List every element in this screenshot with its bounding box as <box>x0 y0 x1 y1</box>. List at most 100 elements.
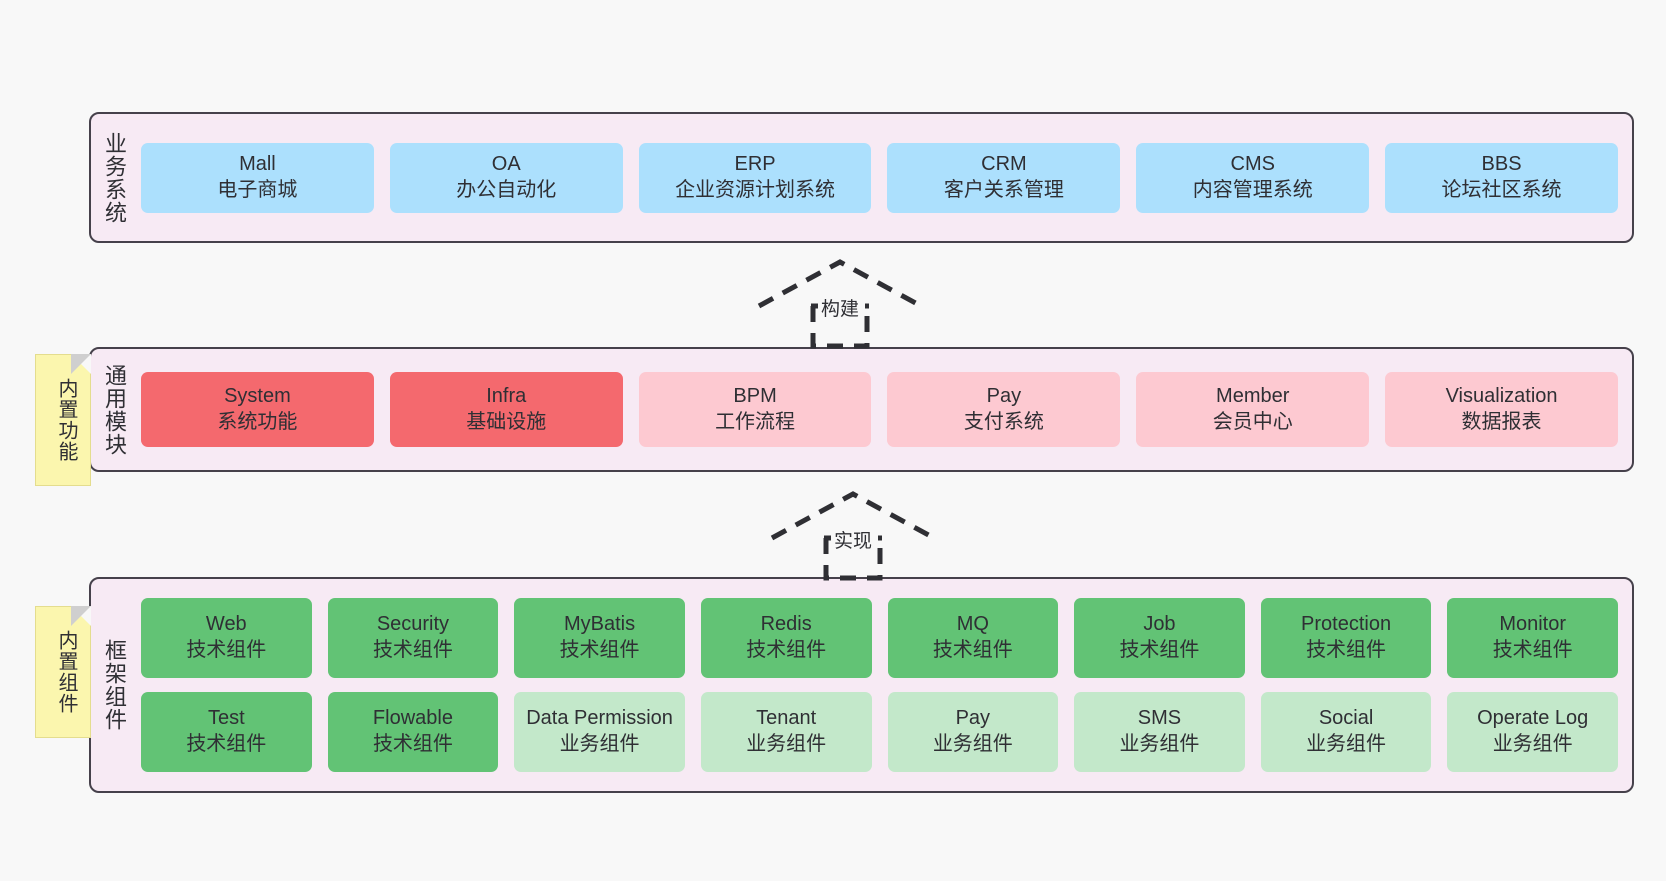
sticky-note-builtin-component: 内置组件 <box>35 606 91 738</box>
module-card-pay[interactable]: Pay 支付系统 <box>887 372 1121 447</box>
card-title-cn: 数据报表 <box>1461 410 1542 433</box>
framework-card-sms[interactable]: SMS 业务组件 <box>1074 692 1245 772</box>
framework-card-test[interactable]: Test 技术组件 <box>141 692 312 772</box>
framework-card-mybatis[interactable]: MyBatis 技术组件 <box>514 598 685 678</box>
card-title-en: Pay <box>955 707 991 730</box>
framework-card-pay[interactable]: Pay 业务组件 <box>887 692 1059 772</box>
framework-card-security[interactable]: Security 技术组件 <box>327 598 499 678</box>
card-title-cn: 会员中心 <box>1212 410 1293 433</box>
card-title-cn: 技术组件 <box>932 639 1013 661</box>
card-title-en: MyBatis <box>564 613 636 636</box>
module-card-bpm[interactable]: BPM 工作流程 <box>638 372 872 447</box>
card-title-en: Redis <box>760 613 812 636</box>
business-card-mall[interactable]: Mall 电子商城 <box>141 142 374 213</box>
relation-build-label: 构建 <box>818 294 863 321</box>
card-title-cn: 系统功能 <box>217 410 298 433</box>
framework-card-protection[interactable]: Protection 技术组件 <box>1260 598 1432 678</box>
framework-biz-row: Test 技术组件 Flowable 技术组件 Data Permission … <box>141 692 1618 772</box>
framework-card-mq[interactable]: MQ 技术组件 <box>887 598 1059 678</box>
card-title-en: System <box>224 384 291 407</box>
card-title-en: BBS <box>1481 152 1522 175</box>
framework-card-social[interactable]: Social 业务组件 <box>1260 692 1432 772</box>
card-title-cn: 技术组件 <box>372 639 453 661</box>
card-title-cn: 技术组件 <box>1492 639 1573 661</box>
card-title-en: ERP <box>734 152 776 175</box>
card-title-cn: 客户关系管理 <box>943 178 1064 201</box>
module-card-visualization[interactable]: Visualization 数据报表 <box>1385 372 1618 447</box>
card-title-en: Flowable <box>372 707 453 730</box>
sticky-note-builtin-function: 内置功能 <box>35 354 91 486</box>
card-title-cn: 技术组件 <box>559 639 640 661</box>
card-title-cn: 业务组件 <box>746 733 827 755</box>
card-title-cn: 支付系统 <box>963 410 1044 433</box>
card-title-cn: 技术组件 <box>186 733 267 755</box>
card-title-cn: 业务组件 <box>559 733 640 755</box>
card-title-en: Job <box>1143 613 1176 636</box>
layer-business-systems: 业务系统 Mall 电子商城 OA 办公自动化 ERP 企业资源计划系统 CRM… <box>89 112 1634 243</box>
relation-implement: 实现 <box>768 490 938 581</box>
layer-framework-components-title: 框架组件 <box>101 639 127 731</box>
card-title-en: Security <box>376 613 450 636</box>
relation-implement-label: 实现 <box>831 526 876 553</box>
framework-card-operate-log[interactable]: Operate Log 业务组件 <box>1447 692 1618 772</box>
layer-business-systems-title: 业务系统 <box>101 131 127 224</box>
layer-framework-components-body: Web 技术组件 Security 技术组件 MyBatis 技术组件 Redi… <box>137 579 1632 791</box>
card-title-en: Social <box>1318 707 1374 730</box>
card-title-en: Pay <box>986 384 1022 407</box>
business-card-crm[interactable]: CRM 客户关系管理 <box>887 142 1121 213</box>
card-title-cn: 基础设施 <box>466 410 547 433</box>
card-title-cn: 技术组件 <box>1306 639 1387 661</box>
card-title-en: Mall <box>239 152 276 175</box>
layer-common-modules-title: 通用模块 <box>101 363 127 456</box>
card-title-cn: 业务组件 <box>1119 733 1200 755</box>
business-systems-row: Mall 电子商城 OA 办公自动化 ERP 企业资源计划系统 CRM 客户关系… <box>141 142 1618 213</box>
card-title-en: Operate Log <box>1477 707 1589 730</box>
framework-card-redis[interactable]: Redis 技术组件 <box>700 598 872 678</box>
framework-card-flowable[interactable]: Flowable 技术组件 <box>327 692 499 772</box>
card-title-en: Tenant <box>756 707 817 730</box>
card-title-en: BPM <box>733 384 777 407</box>
card-title-cn: 办公自动化 <box>456 178 557 201</box>
common-modules-row: System 系统功能 Infra 基础设施 BPM 工作流程 Pay 支付系统… <box>141 372 1618 447</box>
layer-common-modules-body: System 系统功能 Infra 基础设施 BPM 工作流程 Pay 支付系统… <box>137 349 1632 470</box>
business-card-oa[interactable]: OA 办公自动化 <box>389 142 623 213</box>
card-title-en: Infra <box>486 384 527 407</box>
layer-common-modules: 通用模块 System 系统功能 Infra 基础设施 BPM 工作流程 Pay… <box>89 347 1634 472</box>
module-card-infra[interactable]: Infra 基础设施 <box>389 372 623 447</box>
module-card-member[interactable]: Member 会员中心 <box>1136 372 1370 447</box>
card-title-en: Data Permission <box>526 707 673 730</box>
card-title-en: Monitor <box>1499 613 1567 636</box>
card-title-en: MQ <box>956 613 989 636</box>
card-title-cn: 企业资源计划系统 <box>675 178 836 201</box>
card-title-en: Protection <box>1301 613 1392 636</box>
business-card-cms[interactable]: CMS 内容管理系统 <box>1136 142 1370 213</box>
card-title-cn: 业务组件 <box>1306 733 1387 755</box>
card-title-en: Visualization <box>1445 384 1558 407</box>
card-title-cn: 技术组件 <box>186 639 267 661</box>
card-title-en: CRM <box>981 152 1027 175</box>
card-title-cn: 工作流程 <box>715 410 796 433</box>
framework-card-job[interactable]: Job 技术组件 <box>1074 598 1245 678</box>
card-title-cn: 论坛社区系统 <box>1441 178 1562 201</box>
card-title-en: SMS <box>1137 707 1182 730</box>
framework-card-web[interactable]: Web 技术组件 <box>141 598 312 678</box>
card-title-en: Web <box>205 613 247 636</box>
card-title-cn: 技术组件 <box>746 639 827 661</box>
card-title-cn: 技术组件 <box>1119 639 1200 661</box>
card-title-en: CMS <box>1230 152 1275 175</box>
framework-tech-row: Web 技术组件 Security 技术组件 MyBatis 技术组件 Redi… <box>141 598 1618 678</box>
card-title-en: Member <box>1216 384 1290 407</box>
business-card-erp[interactable]: ERP 企业资源计划系统 <box>638 142 872 213</box>
sticky-note-label: 内置功能 <box>55 378 77 462</box>
framework-card-tenant[interactable]: Tenant 业务组件 <box>700 692 872 772</box>
framework-card-monitor[interactable]: Monitor 技术组件 <box>1447 598 1618 678</box>
card-title-cn: 业务组件 <box>1492 733 1573 755</box>
relation-build: 构建 <box>755 258 925 349</box>
module-card-system[interactable]: System 系统功能 <box>141 372 374 447</box>
card-title-en: Test <box>207 707 245 730</box>
business-card-bbs[interactable]: BBS 论坛社区系统 <box>1385 142 1618 213</box>
layer-framework-components: 框架组件 Web 技术组件 Security 技术组件 MyBatis 技术组件… <box>89 577 1634 793</box>
card-title-cn: 技术组件 <box>372 733 453 755</box>
framework-card-data-permission[interactable]: Data Permission 业务组件 <box>514 692 685 772</box>
